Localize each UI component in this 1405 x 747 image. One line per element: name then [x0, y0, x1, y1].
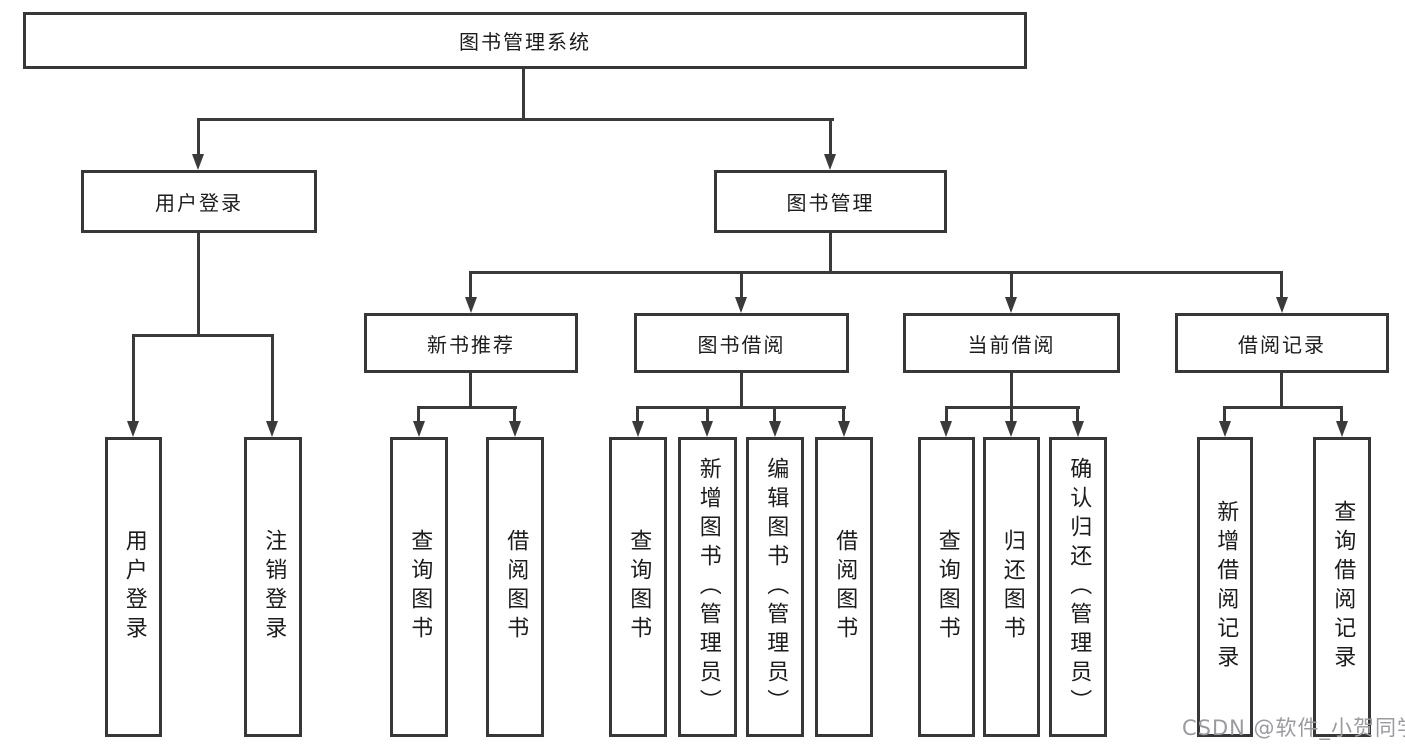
arrow-down-icon: [509, 421, 521, 437]
node-label: 新增图书（管理员）: [695, 456, 721, 718]
node-label: 查询图书: [407, 529, 433, 645]
arrow-down-icon: [1072, 421, 1084, 437]
node-label: 注销登录: [261, 529, 287, 645]
node-label: 查询借阅记录: [1330, 500, 1356, 674]
node-library-system: 图书管理系统: [23, 12, 1027, 69]
connector-line: [740, 373, 743, 409]
leaf-query-books-borrowing: 查询图书: [609, 437, 667, 737]
leaf-logout-login: 注销登录: [244, 437, 302, 737]
connector-line: [773, 406, 776, 424]
connector-line: [706, 406, 709, 424]
node-label: 借阅图书: [832, 529, 858, 645]
connector-line: [1223, 406, 1226, 424]
arrow-down-icon: [632, 421, 644, 437]
node-user-login: 用户登录: [81, 170, 317, 233]
leaf-edit-books-admin: 编辑图书（管理员）: [746, 437, 804, 737]
connector-line: [271, 334, 274, 424]
node-label: 编辑图书（管理员）: [763, 456, 789, 718]
connector-line: [829, 233, 832, 273]
arrow-down-icon: [1276, 297, 1288, 313]
leaf-return-books: 归还图书: [983, 437, 1040, 737]
arrow-down-icon: [266, 421, 278, 437]
leaf-query-books-current: 查询图书: [918, 437, 975, 737]
connector-line: [740, 271, 743, 300]
connector-line: [513, 406, 516, 424]
connector-line: [132, 334, 135, 424]
arrow-down-icon: [701, 421, 713, 437]
node-label: 查询图书: [626, 529, 652, 645]
arrow-down-icon: [1336, 421, 1348, 437]
node-label: 确认归还（管理员）: [1066, 456, 1092, 718]
node-new-book-recommendation: 新书推荐: [364, 313, 578, 373]
connector-line: [522, 69, 525, 119]
node-label: 新书推荐: [427, 332, 515, 357]
node-label: 新增借阅记录: [1213, 500, 1239, 674]
connector-line: [469, 373, 472, 409]
connector-line: [417, 406, 517, 409]
leaf-borrow-books-borrowing: 借阅图书: [815, 437, 873, 737]
connector-line: [469, 271, 472, 300]
arrow-down-icon: [769, 421, 781, 437]
connector-line: [197, 233, 200, 336]
arrow-down-icon: [1005, 421, 1017, 437]
leaf-user-login: 用户登录: [105, 437, 162, 737]
connector-line: [1280, 271, 1283, 300]
leaf-borrow-books-recommend: 借阅图书: [486, 437, 544, 737]
arrow-down-icon: [838, 421, 850, 437]
arrow-down-icon: [413, 421, 425, 437]
arrow-down-icon: [127, 421, 139, 437]
leaf-add-borrow-record: 新增借阅记录: [1197, 437, 1253, 737]
connector-line: [829, 118, 832, 157]
leaf-confirm-return-admin: 确认归还（管理员）: [1049, 437, 1107, 737]
connector-line: [1010, 271, 1013, 300]
node-label: 用户登录: [121, 529, 147, 645]
node-label: 图书管理: [786, 191, 875, 215]
connector-line: [132, 334, 274, 337]
node-label: 借阅记录: [1238, 332, 1326, 357]
node-borrowing-records: 借阅记录: [1175, 313, 1389, 373]
node-label: 归还图书: [999, 529, 1025, 645]
leaf-query-books-recommend: 查询图书: [390, 437, 448, 737]
connector-line: [469, 271, 1283, 274]
node-label: 图书管理系统: [459, 30, 591, 54]
connector-line: [1280, 373, 1283, 409]
arrow-down-icon: [465, 297, 477, 313]
connector-line: [1010, 406, 1013, 424]
arrow-down-icon: [192, 154, 204, 170]
leaf-add-books-admin: 新增图书（管理员）: [678, 437, 737, 737]
node-label: 图书借阅: [697, 332, 786, 357]
watermark: CSDN @软件_小贺同学: [1182, 716, 1405, 740]
node-label: 查询图书: [934, 529, 960, 645]
connector-line: [842, 406, 845, 424]
node-label: 用户登录: [155, 191, 243, 215]
connector-line: [636, 406, 639, 424]
arrow-down-icon: [1219, 421, 1231, 437]
node-book-management: 图书管理: [714, 170, 947, 233]
arrow-down-icon: [1005, 297, 1017, 313]
arrow-down-icon: [824, 154, 836, 170]
leaf-query-borrow-record: 查询借阅记录: [1313, 437, 1371, 737]
connector-line: [197, 118, 834, 121]
connector-line: [417, 406, 420, 424]
connector-line: [945, 406, 948, 424]
connector-line: [1076, 406, 1079, 424]
connector-line: [636, 406, 846, 409]
node-current-borrowing: 当前借阅: [903, 313, 1120, 373]
connector-line: [197, 118, 200, 157]
connector-line: [1010, 373, 1013, 409]
node-label: 借阅图书: [503, 529, 529, 645]
arrow-down-icon: [735, 297, 747, 313]
connector-line: [1340, 406, 1343, 424]
node-label: 当前借阅: [967, 332, 1056, 357]
node-book-borrowing: 图书借阅: [634, 313, 849, 373]
connector-line: [1223, 406, 1343, 409]
arrow-down-icon: [940, 421, 952, 437]
